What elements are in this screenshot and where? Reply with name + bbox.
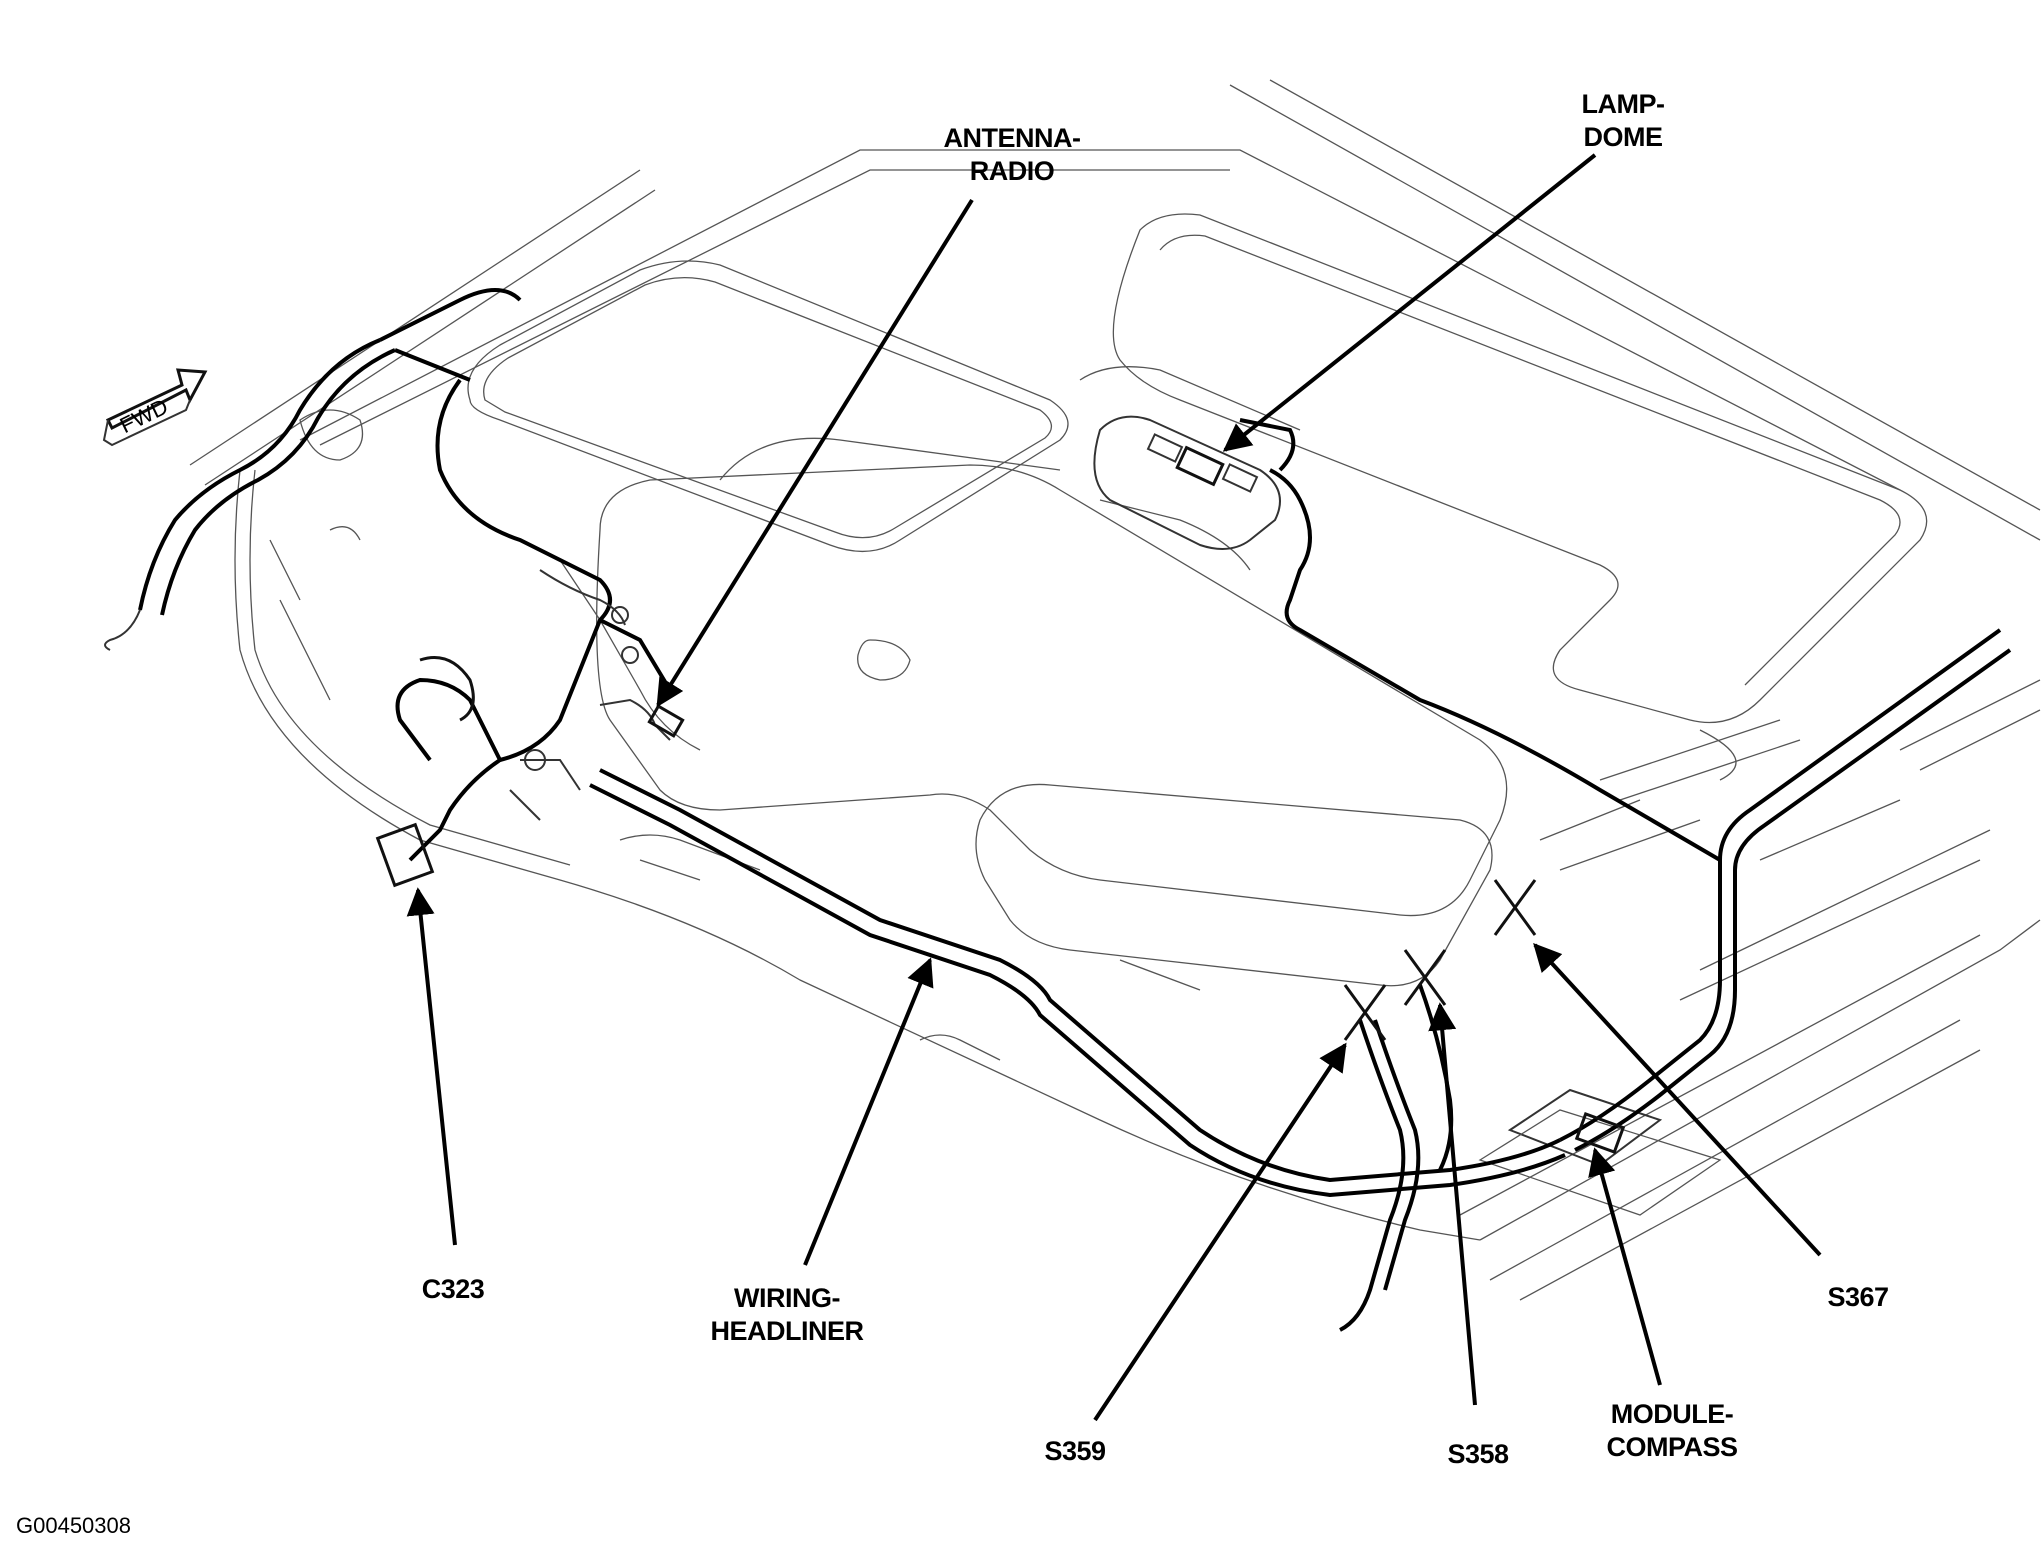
leader-module-compass — [1588, 1147, 1662, 1386]
leader-s358 — [1428, 1002, 1477, 1406]
headliner-outline: FWD — [102, 79, 2041, 1301]
label-antenna-radio-line1: ANTENNA- — [944, 123, 1081, 153]
leader-wiring-headliner — [803, 957, 934, 1266]
leader-lines — [406, 153, 1822, 1422]
callout-labels: ANTENNA- RADIO LAMP- DOME C323 WIRING- H… — [16, 89, 1889, 1538]
fwd-arrow-icon: FWD — [102, 368, 208, 447]
label-module-compass-line2: COMPASS — [1606, 1432, 1737, 1462]
label-antenna-radio-line2: RADIO — [970, 156, 1055, 186]
leader-antenna-radio — [656, 198, 974, 708]
label-lamp-dome-line1: LAMP- — [1582, 89, 1665, 119]
label-module-compass-line1: MODULE- — [1611, 1399, 1733, 1429]
leader-s359 — [1093, 1042, 1347, 1422]
label-s367: S367 — [1827, 1282, 1888, 1312]
fwd-badge-text: FWD — [116, 394, 172, 438]
label-s359: S359 — [1044, 1436, 1106, 1466]
label-wiring-headliner-line2: HEADLINER — [710, 1316, 863, 1346]
label-wiring-headliner-line1: WIRING- — [734, 1283, 840, 1313]
leader-c323 — [406, 887, 457, 1246]
label-s358: S358 — [1447, 1439, 1509, 1469]
leader-lamp-dome — [1222, 153, 1597, 452]
splice-marks — [1343, 879, 1537, 1041]
label-lamp-dome-line2: DOME — [1584, 122, 1663, 152]
leader-s367 — [1533, 942, 1822, 1257]
label-c323: C323 — [422, 1274, 485, 1304]
figure-id: G00450308 — [16, 1513, 131, 1538]
headliner-wiring-harness — [104, 288, 2012, 1332]
